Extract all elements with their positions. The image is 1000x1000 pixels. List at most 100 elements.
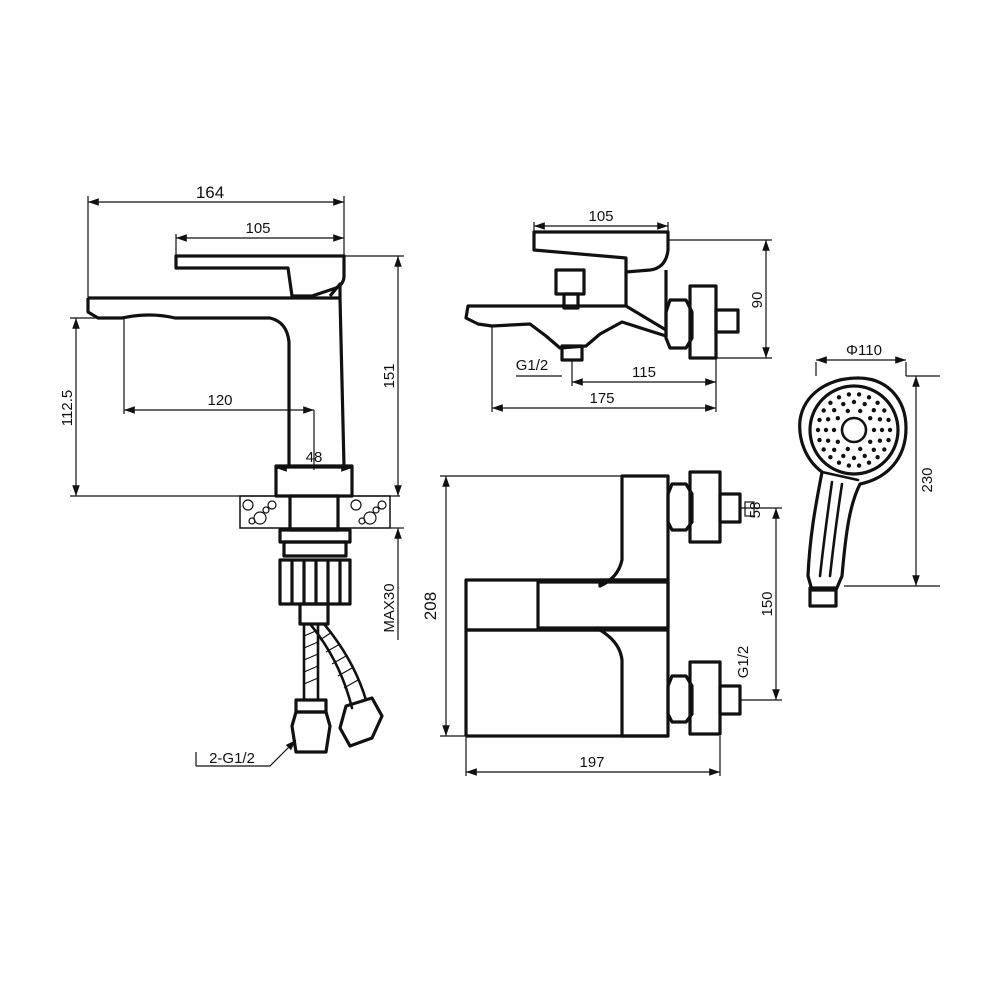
basin-mixer-body — [86, 282, 346, 467]
hose-fitting-left — [294, 698, 328, 714]
nozzle-dot — [858, 408, 863, 414]
nozzle-dot — [817, 437, 822, 443]
nozzle-dot — [858, 446, 863, 452]
nozzle-dot — [841, 453, 846, 459]
nozzle-dot — [815, 427, 821, 433]
diverter-stem — [562, 292, 580, 310]
side-dim-g1-2: G1/2 — [516, 357, 549, 374]
nozzle-dot — [832, 408, 837, 413]
hand-shower-nozzles — [815, 392, 893, 468]
nozzle-dot — [886, 437, 891, 443]
nozzle-dot — [886, 417, 891, 423]
side-dim-90: 90 — [749, 292, 766, 309]
nozzle-dot — [845, 408, 850, 414]
dim-max30: MAX30 — [381, 583, 398, 632]
shower-dim-230: 230 — [919, 467, 936, 492]
nozzle-dot — [856, 392, 862, 397]
side-wall-flange — [688, 284, 718, 360]
nozzle-dot — [877, 417, 883, 422]
nozzle-dot — [882, 447, 887, 452]
dim-105: 105 — [245, 220, 270, 237]
hand-shower-handle-inner — [818, 480, 844, 578]
side-dim-115: 115 — [632, 364, 656, 381]
front-bottom-nut — [666, 674, 694, 724]
front-body-inner — [536, 580, 670, 630]
front-body — [464, 578, 670, 632]
nozzle-dot — [887, 427, 893, 433]
bath-mixer-side-view: 105 90 G1/2 115 175 — [464, 208, 772, 412]
nozzle-dot — [823, 427, 829, 433]
nozzle-dot — [828, 455, 833, 460]
nozzle-dot — [821, 408, 826, 413]
nozzle-dot — [835, 416, 840, 421]
front-top-flange — [688, 470, 722, 544]
basin-mixer-shank — [288, 494, 340, 532]
nozzle-dot — [831, 427, 837, 433]
hose-braid — [303, 629, 359, 689]
front-top-nut — [666, 482, 694, 532]
nozzle-dot — [846, 392, 852, 397]
nozzle-dot — [825, 417, 831, 422]
nozzle-dot — [846, 463, 852, 468]
front-bottom-flange — [688, 660, 722, 736]
nozzle-dot — [866, 460, 872, 465]
deck-stone-pattern — [239, 495, 391, 529]
front-dim-g1-2: G1/2 — [735, 646, 752, 679]
nozzle-dot — [868, 416, 873, 421]
nozzle-dot — [841, 401, 846, 407]
front-bottom-inlet — [718, 684, 742, 716]
hand-shower-view: Φ110 230 — [798, 342, 940, 608]
dim-151: 151 — [381, 363, 398, 388]
nozzle-dot — [871, 447, 876, 452]
hand-shower-center — [840, 416, 868, 444]
nozzle-dot — [882, 408, 887, 413]
side-eccentric-nut — [664, 298, 694, 350]
basin-mixer-stem — [298, 602, 330, 626]
basin-mixer-nut — [278, 558, 352, 606]
nozzle-dot — [868, 439, 873, 444]
leader-2-g1-2 — [196, 739, 297, 767]
dim-164: 164 — [196, 183, 224, 202]
front-dim-58: 58 — [747, 502, 764, 519]
dim-112-5: 112.5 — [59, 390, 76, 426]
nozzle-dot — [851, 455, 857, 461]
hand-shower-neck-line — [820, 470, 860, 482]
nozzle-dot — [875, 455, 880, 460]
hose-left — [302, 622, 320, 702]
nozzle-dot — [862, 453, 867, 459]
nozzle-dot — [877, 438, 883, 443]
nozzle-dot — [862, 401, 867, 407]
nozzle-dot — [875, 400, 880, 405]
nozzle-dot — [825, 438, 831, 443]
front-handle — [598, 474, 670, 588]
nozzle-dot — [845, 446, 850, 452]
front-dim-150: 150 — [759, 591, 776, 616]
shower-dim-110: Φ110 — [846, 342, 882, 359]
front-top-inlet — [718, 492, 742, 524]
square-symbol — [744, 501, 755, 517]
nozzle-dot — [851, 399, 857, 405]
basin-mixer-base — [274, 464, 354, 498]
nozzle-dot — [856, 463, 862, 468]
nozzle-dot — [817, 417, 822, 423]
dim-120: 120 — [207, 392, 232, 409]
bath-mixer-side-handle — [532, 230, 670, 274]
basin-mixer-view: 164 105 120 48 112.5 151 MAX30 2-G1/2 — [59, 183, 404, 767]
bath-mixer-side-handle-stem — [624, 270, 668, 330]
front-dim-197: 197 — [579, 754, 604, 771]
basin-mixer-washer — [278, 528, 352, 544]
nozzle-dot — [871, 408, 876, 413]
diverter-knob — [554, 268, 586, 296]
front-dim-208: 208 — [421, 592, 440, 620]
nozzle-dot — [836, 460, 842, 465]
hose-nut-left — [290, 710, 332, 754]
basin-mixer-flange — [282, 540, 348, 558]
front-lower-lever — [599, 628, 670, 738]
nozzle-dot — [866, 395, 872, 400]
nozzle-dot — [828, 400, 833, 405]
label-2-g1-2: 2-G1/2 — [209, 750, 255, 767]
nozzle-dot — [879, 427, 885, 433]
side-dim-175: 175 — [589, 390, 614, 407]
bath-mixer-front-view: 208 197 58 150 G1/2 — [421, 470, 782, 776]
side-inlet — [714, 308, 740, 334]
